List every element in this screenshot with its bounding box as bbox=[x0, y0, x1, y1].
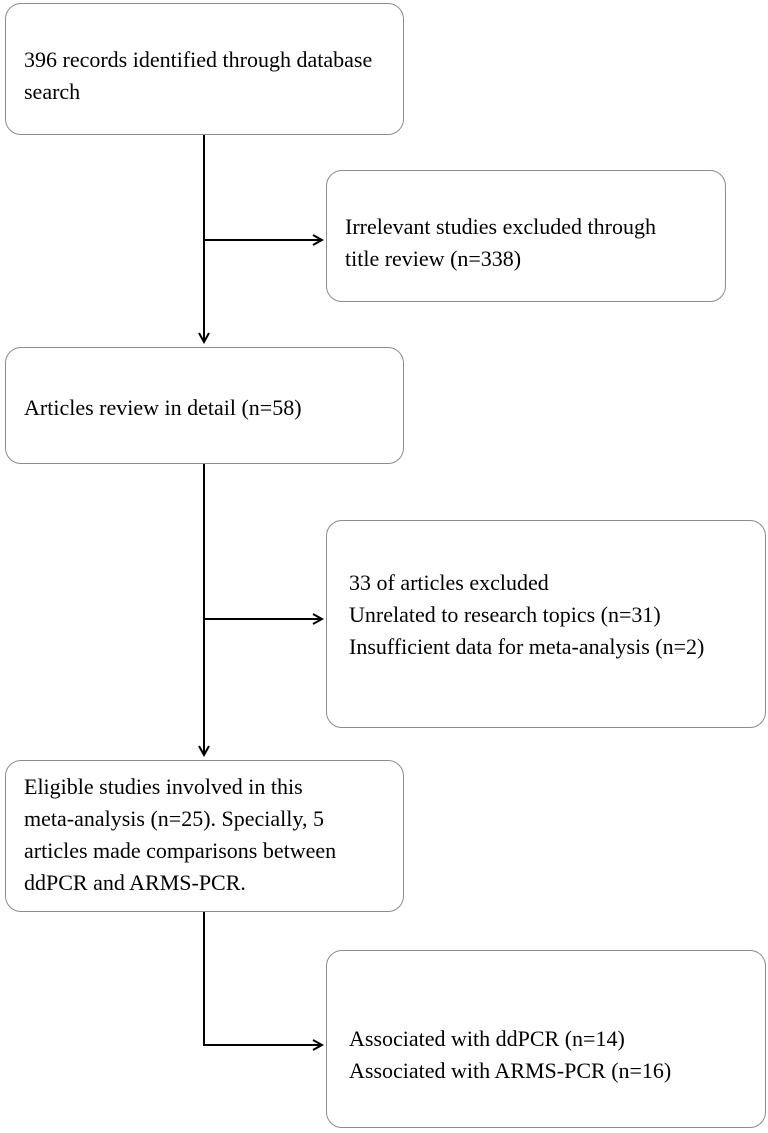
articles-excluded-line-3: Insufficient data for meta-analysis (n=2… bbox=[349, 634, 705, 659]
excluded-title-review-box: Irrelevant studies excluded through titl… bbox=[326, 170, 726, 302]
associated-methods-box: Associated with ddPCR (n=14) Associated … bbox=[326, 950, 766, 1128]
excluded-title-line-2: title review (n=338) bbox=[345, 246, 522, 271]
associated-line-1: Associated with ddPCR (n=14) bbox=[349, 1026, 625, 1051]
eligible-line-4: ddPCR and ARMS-PCR. bbox=[24, 870, 246, 895]
eligible-line-1: Eligible studies involved in this bbox=[24, 774, 303, 799]
excluded-title-line-1: Irrelevant studies excluded through bbox=[345, 214, 656, 239]
connector-eligible-to-associated bbox=[203, 912, 322, 1045]
detail-review-line-1: Articles review in detail (n=58) bbox=[24, 395, 302, 420]
eligible-line-2: meta-analysis (n=25). Specially, 5 bbox=[24, 806, 324, 831]
associated-line-2: Associated with ARMS-PCR (n=16) bbox=[349, 1058, 672, 1083]
eligible-line-3: articles made comparisons between bbox=[24, 838, 337, 863]
records-identified-line-1: 396 records identified through database bbox=[24, 47, 373, 72]
records-identified-line-2: search bbox=[24, 79, 81, 104]
articles-excluded-box: 33 of articles excluded Unrelated to res… bbox=[326, 520, 766, 728]
articles-excluded-line-2: Unrelated to research topics (n=31) bbox=[349, 602, 661, 627]
articles-excluded-line-1: 33 of articles excluded bbox=[349, 570, 549, 595]
eligible-studies-box: Eligible studies involved in this meta-a… bbox=[5, 760, 404, 912]
detail-review-box: Articles review in detail (n=58) bbox=[5, 347, 404, 464]
records-identified-box: 396 records identified through database … bbox=[5, 3, 404, 135]
